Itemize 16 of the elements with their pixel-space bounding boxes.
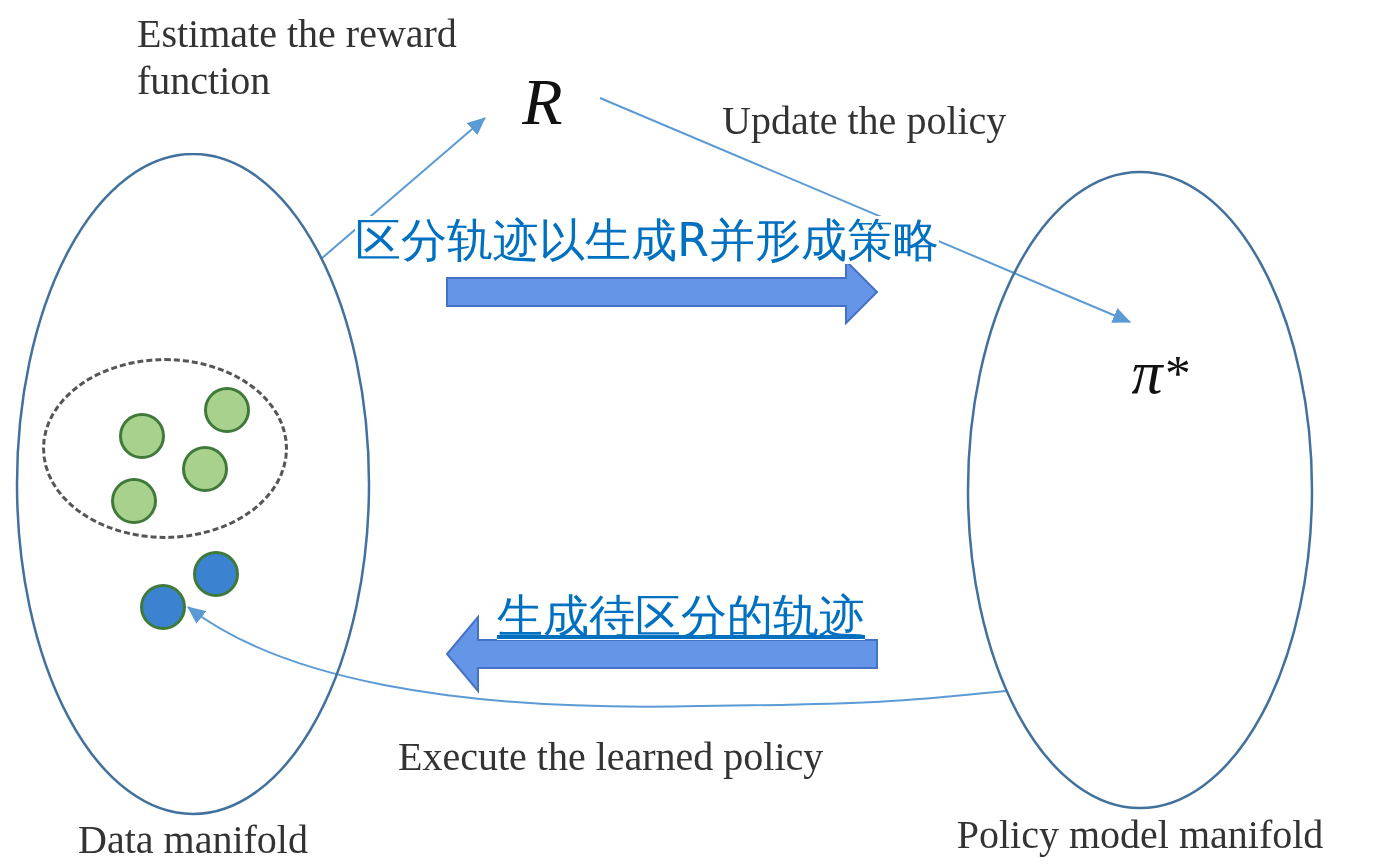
arrow: [320, 117, 486, 260]
arrow: [599, 97, 1131, 323]
edge-label: 生成待区分的轨迹: [497, 592, 865, 640]
block-arrow: [445, 614, 878, 694]
edge-label: 区分轨迹以生成R并形成策略: [355, 216, 939, 264]
data-point: [193, 551, 239, 597]
manifold-label: Policy model manifold: [955, 811, 1325, 859]
data-point: [182, 446, 228, 492]
manifold-label: Data manifold: [77, 816, 309, 864]
data-point: [119, 413, 165, 459]
math-symbol: R: [485, 62, 600, 142]
arrow: [187, 606, 1007, 708]
data-point: [111, 478, 157, 524]
data-point: [204, 387, 250, 433]
cluster-ellipse: [42, 358, 288, 539]
data-point: [140, 584, 186, 630]
